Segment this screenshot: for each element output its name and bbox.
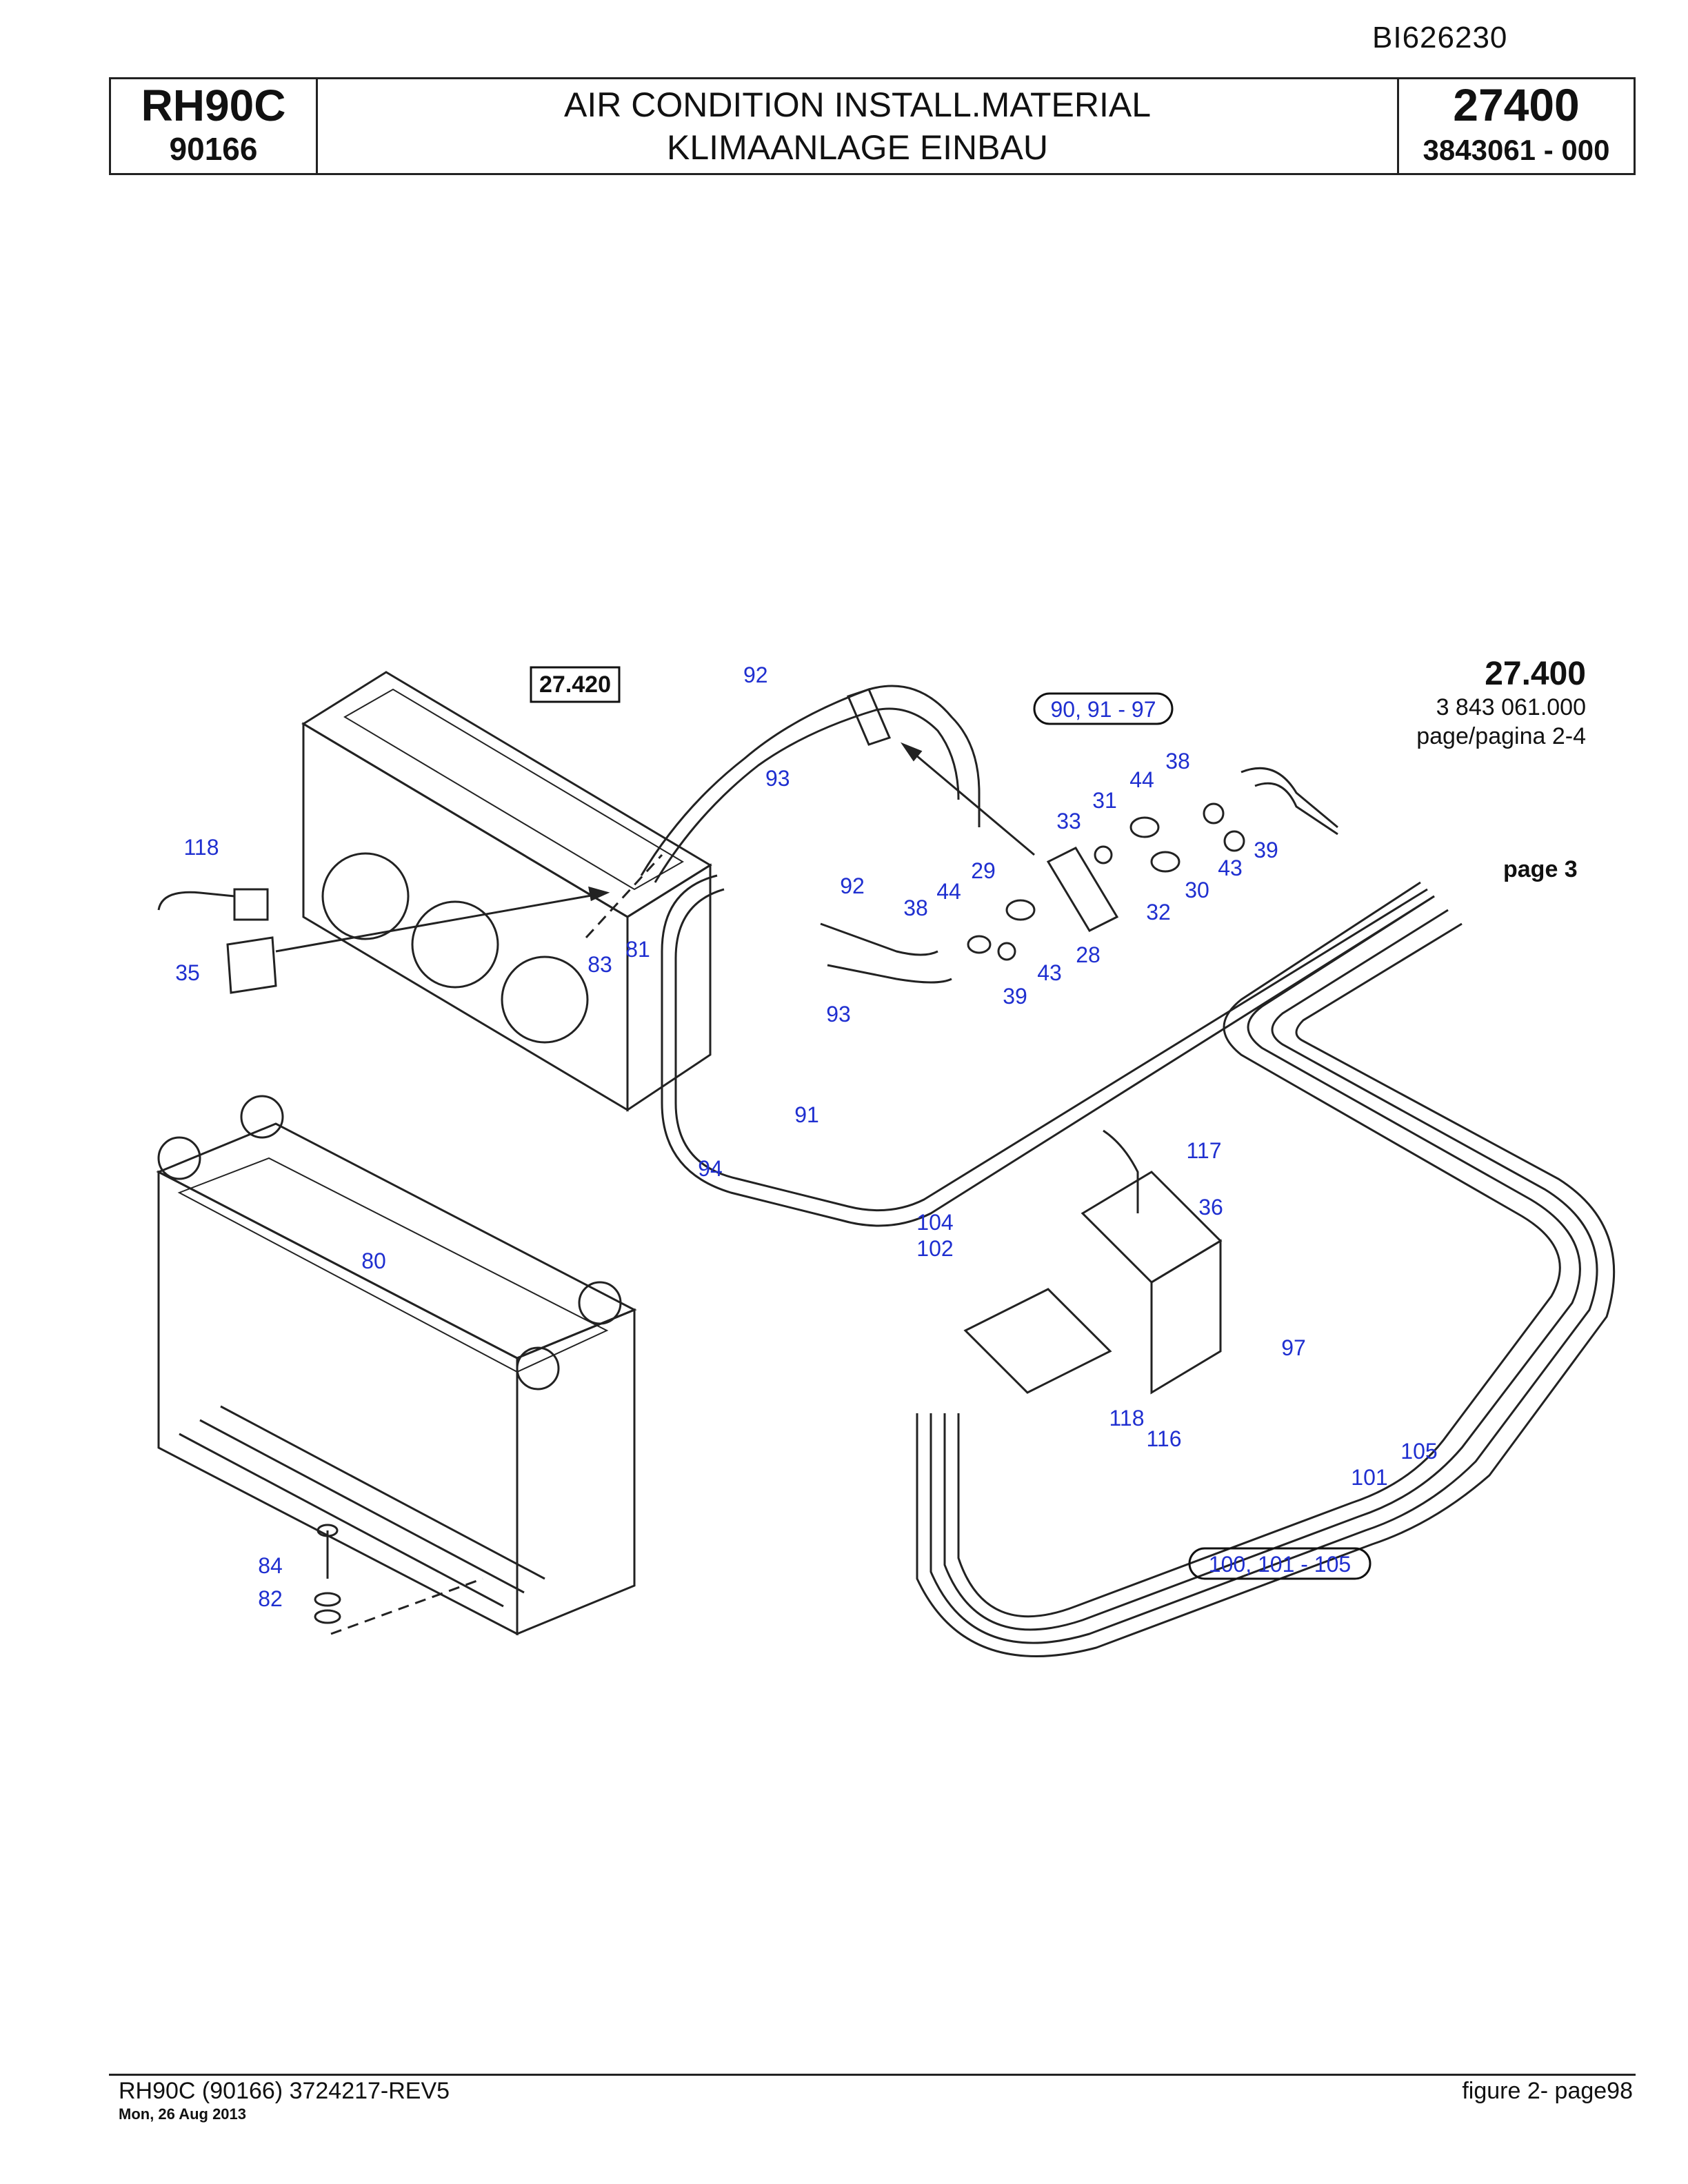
document-id: BI626230 xyxy=(1372,21,1508,54)
boxed-reference: 27.420 xyxy=(539,671,611,698)
mounting-bolt xyxy=(314,1524,341,1624)
callout-44: 44 xyxy=(1129,767,1154,792)
callout-38-lower: 38 xyxy=(903,896,928,920)
serial-number: 90166 xyxy=(169,131,258,167)
footer-figure: figure 2- page98 xyxy=(1462,2078,1633,2104)
callout-32: 32 xyxy=(1146,900,1171,924)
callout-92-lower: 92 xyxy=(840,873,865,898)
switch-bracket xyxy=(157,888,277,994)
callout-33: 33 xyxy=(1056,809,1081,833)
callout-93-lower: 93 xyxy=(826,1002,851,1027)
condenser-unit xyxy=(301,671,712,1112)
callout-92: 92 xyxy=(743,663,768,687)
model-name: RH90C xyxy=(141,81,286,130)
group-cell: 27400 3843061 - 000 xyxy=(1399,79,1634,173)
fittings xyxy=(820,688,1338,984)
page-link-label: page 3 xyxy=(1503,856,1578,882)
callout-84: 84 xyxy=(258,1553,283,1578)
callout-43-lower: 43 xyxy=(1037,960,1062,985)
group-number: 27400 xyxy=(1453,79,1580,130)
callout-35: 35 xyxy=(175,960,200,985)
callout-83: 83 xyxy=(587,952,612,977)
callout-29: 29 xyxy=(971,858,996,883)
callout-frame-90-97 xyxy=(1033,692,1174,725)
boxed-reference-frame xyxy=(530,666,621,703)
callout-100-105: 100, 101 - 105 xyxy=(1209,1552,1351,1577)
callout-116: 116 xyxy=(1146,1426,1181,1451)
callout-81: 81 xyxy=(625,937,650,962)
callout-39-lower: 39 xyxy=(1003,984,1027,1009)
callout-90-97: 90, 91 - 97 xyxy=(1051,697,1156,722)
reference-block: 27.400 3 843 061.000 page/pagina 2-4 xyxy=(1407,655,1586,751)
refrigerant-lines xyxy=(916,881,1616,1657)
callout-frame-100-105 xyxy=(1188,1547,1372,1580)
callout-30: 30 xyxy=(1185,878,1209,902)
frame xyxy=(156,1095,637,1636)
title-block: RH90C 90166 AIR CONDITION INSTALL.MATERI… xyxy=(109,77,1636,175)
footer-document: RH90C (90166) 3724217-REV5 xyxy=(119,2078,450,2104)
callout-28: 28 xyxy=(1076,942,1101,967)
callout-118: 118 xyxy=(183,835,219,860)
callout-104: 104 xyxy=(916,1210,953,1235)
callout-93: 93 xyxy=(765,766,790,791)
footer-date: Mon, 26 Aug 2013 xyxy=(119,2105,247,2123)
hose-loop xyxy=(640,685,1435,1227)
valve-block xyxy=(963,1129,1223,1395)
title-german: KLIMAANLAGE EINBAU xyxy=(667,128,1048,167)
reference-code: 3 843 061.000 xyxy=(1436,694,1586,720)
title-english: AIR CONDITION INSTALL.MATERIAL xyxy=(563,85,1152,124)
reference-number: 27.400 xyxy=(1485,656,1586,692)
callout-36: 36 xyxy=(1198,1195,1223,1220)
callout-102: 102 xyxy=(916,1236,953,1261)
callout-31: 31 xyxy=(1092,788,1117,813)
callout-91: 91 xyxy=(794,1102,819,1127)
title-cell: AIR CONDITION INSTALL.MATERIAL KLIMAANLA… xyxy=(318,79,1399,173)
callout-43: 43 xyxy=(1218,856,1243,880)
footer-rule xyxy=(109,2074,1636,2076)
callout-97: 97 xyxy=(1281,1335,1306,1360)
part-number: 3843061 - 000 xyxy=(1423,134,1610,166)
callout-80: 80 xyxy=(361,1248,386,1273)
callout-39: 39 xyxy=(1254,838,1278,862)
callout-105: 105 xyxy=(1400,1439,1437,1464)
callout-94: 94 xyxy=(698,1156,723,1181)
callout-117: 117 xyxy=(1186,1138,1221,1163)
reference-page: page/pagina 2-4 xyxy=(1416,723,1586,749)
callout-44-lower: 44 xyxy=(936,879,961,904)
model-cell: RH90C 90166 xyxy=(111,79,318,173)
callout-82: 82 xyxy=(258,1586,283,1611)
callout-101: 101 xyxy=(1351,1465,1387,1490)
callout-118-lower: 118 xyxy=(1109,1406,1144,1430)
callout-38: 38 xyxy=(1165,749,1190,774)
